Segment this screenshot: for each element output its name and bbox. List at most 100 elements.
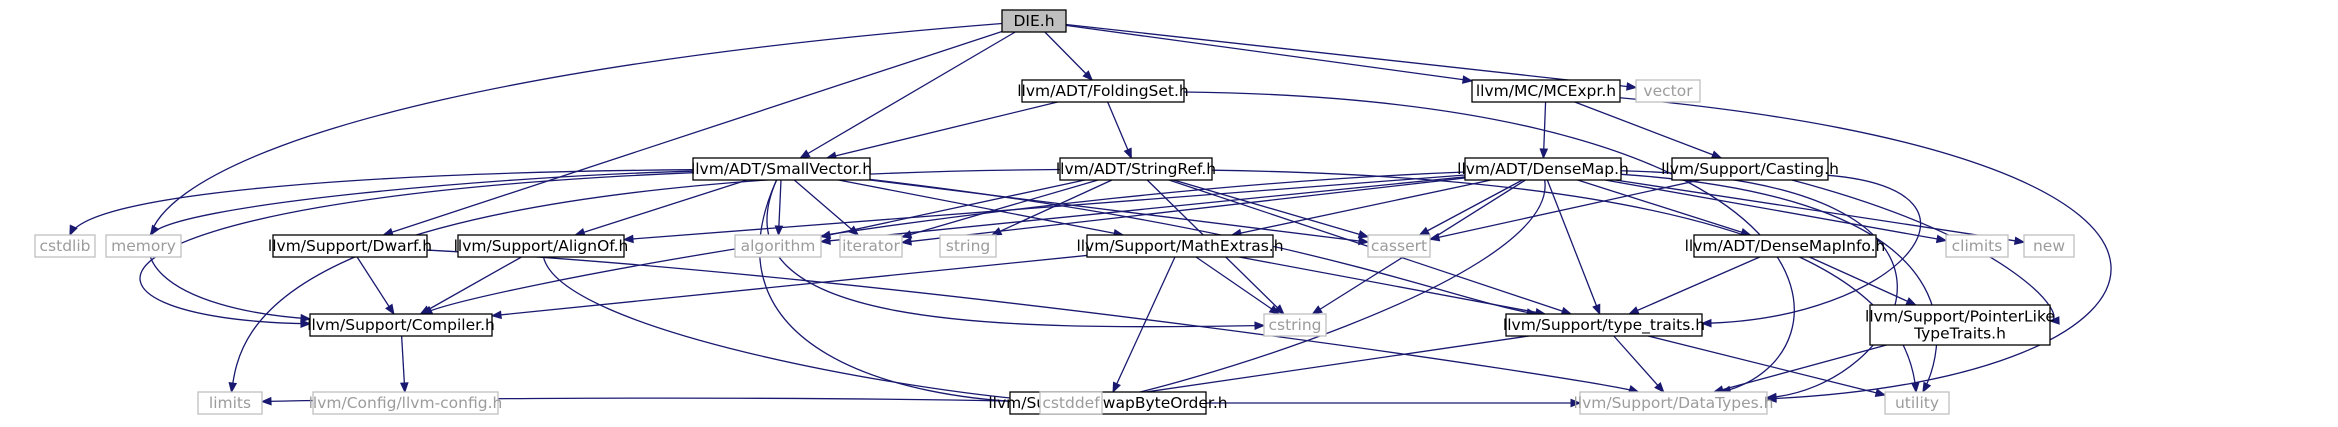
node-box <box>1039 391 1103 415</box>
node-string: string <box>939 234 997 258</box>
edge-line <box>1647 335 1886 396</box>
node-stringref[interactable]: llvm/ADT/StringRef.h <box>1056 157 1216 181</box>
node-foldingset[interactable]: llvm/ADT/FoldingSet.h <box>1017 79 1189 103</box>
node-densemapinfo[interactable]: llvm/ADT/DenseMapInfo.h <box>1685 234 1886 258</box>
node-box <box>1471 79 1621 103</box>
node-label: cstring <box>1268 316 1321 334</box>
node-die[interactable]: DIE.h <box>1001 9 1067 33</box>
edge-smallvector-to-cstdlib <box>69 169 694 237</box>
arrow-head <box>1570 398 1582 408</box>
node-compiler[interactable]: llvm/Support/Compiler.h <box>307 313 495 337</box>
edge-die-to-dwarf <box>382 30 1003 237</box>
edge-line <box>261 397 1011 403</box>
arrow-head <box>385 303 395 316</box>
edge-layer <box>69 22 2112 408</box>
arrow-head <box>490 310 502 320</box>
edge-line <box>1577 179 1751 236</box>
node-label: llvm/Support/Dwarf.h <box>268 237 432 255</box>
node-mathextras[interactable]: llvm/Support/MathExtras.h <box>1076 234 1284 258</box>
node-mcexpr[interactable]: llvm/MC/MCExpr.h <box>1471 79 1621 103</box>
edge-line <box>1183 91 1795 393</box>
edge-mcexpr-to-casting <box>1574 101 1723 159</box>
node-box <box>1086 234 1274 258</box>
edge-line <box>1112 256 1176 393</box>
node-label: string <box>946 237 991 255</box>
edge-densemap-to-typetraits <box>1546 179 1601 316</box>
edge-line <box>1101 179 1546 401</box>
node-box <box>1505 313 1703 337</box>
node-typetraits[interactable]: llvm/Support/type_traits.h <box>1503 313 1705 337</box>
node-datatypes: llvm/Support/DataTypes.h <box>1573 391 1774 415</box>
arrow-head <box>1592 303 1601 316</box>
edge-line <box>356 256 395 315</box>
node-label: DIE.h <box>1013 12 1054 30</box>
edge-densemap-to-cstddef <box>1100 179 1546 404</box>
node-label: llvm/Support/DataTypes.h <box>1573 394 1773 412</box>
edge-line <box>1613 335 1665 393</box>
edge-line <box>1620 173 1938 393</box>
node-box <box>1635 79 1701 103</box>
edge-line <box>1574 101 1722 159</box>
edge-densemapinfo-to-typetraits <box>1627 256 1761 315</box>
edge-die-to-foldingset <box>1044 31 1094 81</box>
edge-line <box>230 168 1061 393</box>
edge-line <box>820 179 1085 238</box>
node-box <box>839 234 903 258</box>
arrow-head <box>2048 316 2060 325</box>
arrow-head <box>1874 388 1887 397</box>
arrow-head <box>1268 305 1281 315</box>
edge-dwarf-to-compiler <box>356 256 395 316</box>
node-casting[interactable]: llvm/Support/Casting.h <box>1661 157 1839 181</box>
node-dwarf[interactable]: llvm/Support/Dwarf.h <box>268 234 432 258</box>
node-label: cstddef <box>1042 394 1100 412</box>
node-densemap[interactable]: llvm/ADT/DenseMap.h <box>1457 157 1629 181</box>
edge-line <box>69 169 694 236</box>
arrow-head <box>1273 304 1285 315</box>
edge-densemap-to-climits <box>1604 179 1948 244</box>
edge-typetraits-to-utility <box>1647 335 1887 397</box>
node-swapbyteorder[interactable]: llvm/Support/SwapByteOrder.h <box>988 391 1228 415</box>
node-cstring: cstring <box>1263 313 1327 337</box>
arrow-head <box>1627 306 1640 315</box>
node-box <box>1464 157 1622 181</box>
node-label: llvm/ADT/StringRef.h <box>1056 160 1216 178</box>
arrow-head <box>1626 82 1638 91</box>
edge-casting-to-typetraits <box>1700 174 1921 328</box>
node-iterator: iterator <box>839 234 903 258</box>
edge-line <box>1809 256 1916 306</box>
edge-line <box>901 177 1466 244</box>
edge-line <box>1713 344 1887 393</box>
edge-line <box>426 249 1639 393</box>
node-label: llvm/MC/MCExpr.h <box>1476 82 1616 100</box>
node-limits: limits <box>197 391 263 415</box>
node-alignof[interactable]: llvm/Support/AlignOf.h <box>454 234 629 258</box>
edge-line <box>1238 256 1546 315</box>
edge-casting-to-cassert <box>1428 179 1700 242</box>
node-smallvector[interactable]: llvm/ADT/SmallVector.h <box>691 157 872 181</box>
node-label: algorithm <box>741 237 816 255</box>
arrow-head <box>1765 392 1777 402</box>
edge-stringref-to-iterator <box>900 179 1099 239</box>
node-label: TypeTraits.h <box>1913 325 2006 343</box>
edge-mathextras-to-compiler <box>490 254 1088 320</box>
arrow-head <box>1922 381 1932 394</box>
node-box <box>1869 304 2051 346</box>
node-label: utility <box>1895 394 1939 412</box>
edge-line <box>1107 101 1132 159</box>
edge-line <box>623 174 1466 241</box>
edge-line <box>1546 179 1601 315</box>
node-vector: vector <box>1635 79 1701 103</box>
node-label: llvm/Support/AlignOf.h <box>454 237 629 255</box>
edge-line <box>148 22 1003 320</box>
arrow-head <box>819 236 831 246</box>
edge-line <box>575 179 748 236</box>
node-box <box>2023 234 2075 258</box>
edge-typetraits-to-cstddef <box>1100 335 1529 402</box>
node-box <box>1693 234 1877 258</box>
edge-stringref-to-limits <box>228 168 1061 394</box>
node-label: limits <box>209 394 251 412</box>
arrow-head <box>260 396 272 406</box>
node-label: llvm/Support/PointerLike <box>1865 308 2055 326</box>
arrow-head <box>69 224 78 237</box>
